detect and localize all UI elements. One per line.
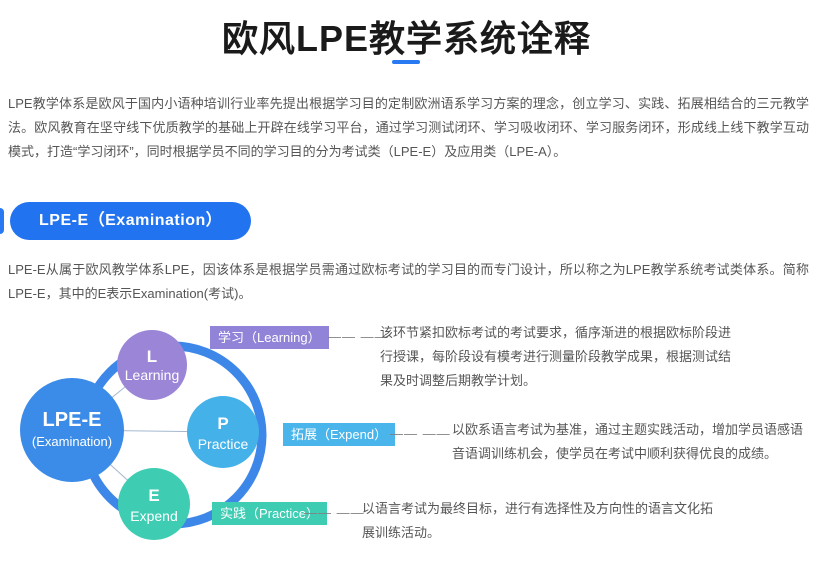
node-learning-initial: L (147, 347, 157, 366)
node-practice-label: Practice (198, 436, 249, 452)
center-node-subtitle: (Examination) (32, 434, 112, 449)
tag-learning: 学习（Learning） (210, 326, 329, 349)
node-expend-initial: E (148, 486, 159, 505)
description-learning: 该环节紧扣欧标考试的考试要求，循序渐进的根据欧标阶段进行授课，每阶段设有模考进行… (380, 325, 732, 388)
dash-connector-practice: —— —— (304, 505, 365, 520)
page-title: 欧风LPE教学系统诠释 (221, 18, 591, 59)
lpee-description-paragraph: LPE-E从属于欧风教学体系LPE，因该体系是根据学员需通过欧标考试的学习目的而… (8, 262, 809, 301)
dash-connector-learning: —— —— (328, 329, 389, 344)
node-learning: L Learning (117, 330, 187, 400)
center-node-title: LPE-E (43, 409, 102, 431)
title-underline (392, 60, 420, 64)
lpee-circle-diagram: LPE-E (Examination) L Learning P Practic… (20, 330, 267, 540)
node-expend-label: Expend (130, 508, 177, 524)
node-practice-initial: P (217, 414, 228, 433)
lpee-section-badge[interactable]: LPE-E（Examination） (10, 202, 252, 240)
left-edge-decoration (0, 208, 4, 234)
dash-connector-expend: —— —— (390, 426, 451, 441)
description-expend: 以欧系语言考试为基准，通过主题实践活动，增加学员语感语音语调训练机会，使学员在考… (452, 422, 804, 461)
node-expend: E Expend (118, 468, 190, 540)
tag-expend: 拓展（Expend） (283, 423, 396, 446)
description-practice: 以语言考试为最终目标，进行有选择性及方向性的语言文化拓展训练活动。 (362, 501, 714, 540)
node-practice: P Practice (187, 396, 259, 468)
intro-paragraph: LPE教学体系是欧风于国内小语种培训行业率先提出根据学习目的定制欧洲语系学习方案… (8, 96, 809, 159)
node-learning-label: Learning (125, 367, 180, 383)
tag-practice: 实践（Practice） (212, 502, 327, 525)
center-node-lpee: LPE-E (Examination) (20, 378, 124, 482)
